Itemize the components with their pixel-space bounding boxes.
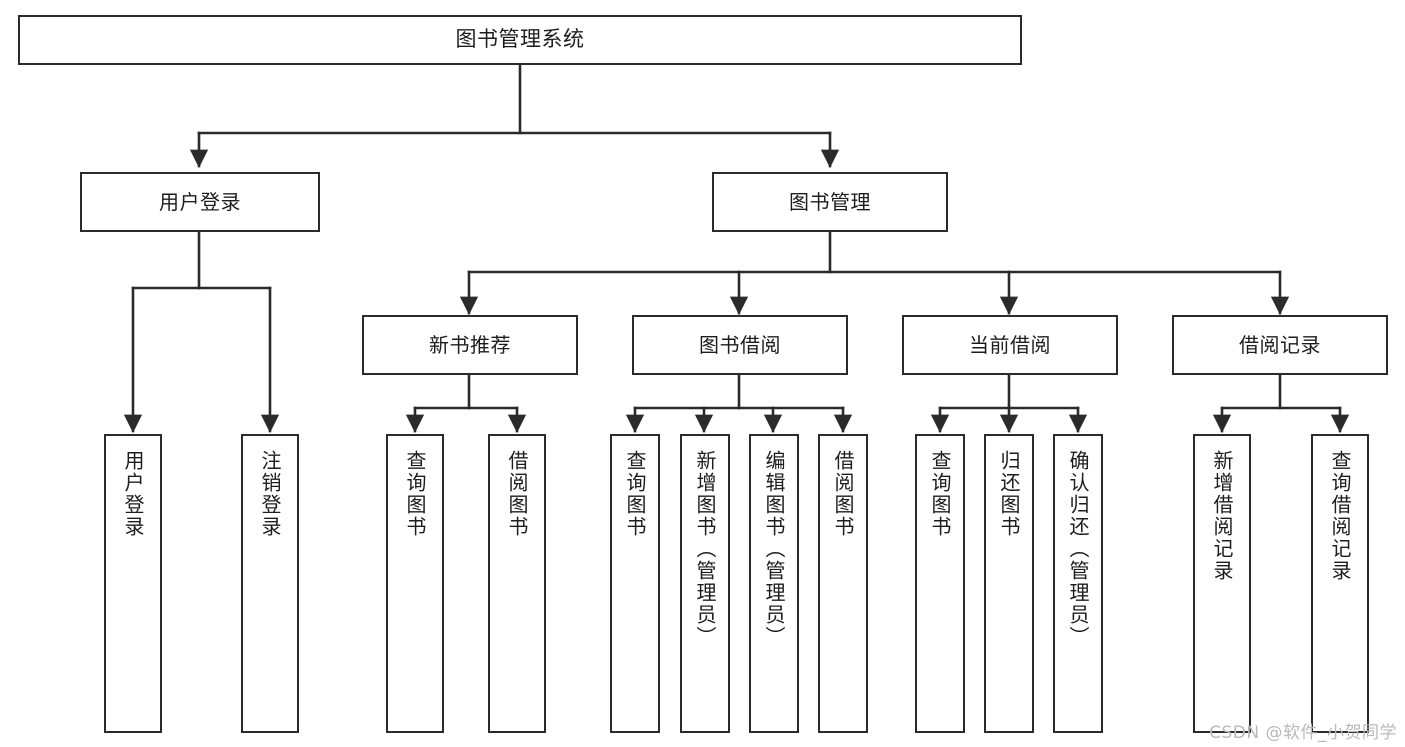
node-label: 查询图书 (623, 450, 647, 538)
node-label: 当前借阅 (969, 332, 1051, 357)
leaf-new-book-query-book[interactable]: 查询图书 (386, 434, 444, 733)
leaf-current-borrow-return-book[interactable]: 归还图书 (984, 434, 1034, 733)
leaf-new-book-borrow-book[interactable]: 借阅图书 (488, 434, 546, 733)
leaf-book-borrow-query-book[interactable]: 查询图书 (610, 434, 660, 733)
node-label: 编辑图书（管理员） (762, 450, 786, 648)
node-label: 图书管理系统 (455, 27, 585, 52)
node-label: 新书推荐 (429, 332, 511, 357)
node-label: 查询借阅记录 (1328, 450, 1352, 582)
node-label: 新增图书（管理员） (693, 450, 717, 648)
node-label: 新增借阅记录 (1210, 450, 1234, 582)
node-label: 归还图书 (997, 450, 1021, 538)
node-label: 图书借阅 (699, 332, 781, 357)
leaf-book-borrow-add-book-admin[interactable]: 新增图书（管理员） (680, 434, 730, 733)
node-new-book-recommend[interactable]: 新书推荐 (362, 315, 578, 375)
node-current-borrow[interactable]: 当前借阅 (902, 315, 1118, 375)
leaf-user-login[interactable]: 用户登录 (104, 434, 162, 733)
node-book-borrow[interactable]: 图书借阅 (632, 315, 848, 375)
node-user-login[interactable]: 用户登录 (80, 172, 320, 232)
node-book-management[interactable]: 图书管理 (712, 172, 948, 232)
node-label: 查询图书 (928, 450, 952, 538)
node-root-book-management-system[interactable]: 图书管理系统 (18, 15, 1022, 65)
leaf-book-borrow-edit-book-admin[interactable]: 编辑图书（管理员） (749, 434, 799, 733)
leaf-borrow-record-add-record[interactable]: 新增借阅记录 (1193, 434, 1251, 733)
node-label: 图书管理 (789, 189, 871, 214)
leaf-borrow-record-query-record[interactable]: 查询借阅记录 (1311, 434, 1369, 733)
node-label: 借阅记录 (1239, 332, 1321, 357)
leaf-book-borrow-borrow-book[interactable]: 借阅图书 (818, 434, 868, 733)
leaf-current-borrow-query-book[interactable]: 查询图书 (915, 434, 965, 733)
leaf-current-borrow-confirm-return-admin[interactable]: 确认归还（管理员） (1053, 434, 1103, 733)
node-label: 确认归还（管理员） (1066, 450, 1090, 648)
node-label: 用户登录 (121, 450, 145, 538)
node-label: 注销登录 (258, 450, 282, 538)
node-label: 查询图书 (403, 450, 427, 538)
leaf-logout[interactable]: 注销登录 (241, 434, 299, 733)
node-label: 借阅图书 (505, 450, 529, 538)
node-label: 用户登录 (159, 189, 241, 214)
node-borrow-record[interactable]: 借阅记录 (1172, 315, 1388, 375)
node-label: 借阅图书 (831, 450, 855, 538)
